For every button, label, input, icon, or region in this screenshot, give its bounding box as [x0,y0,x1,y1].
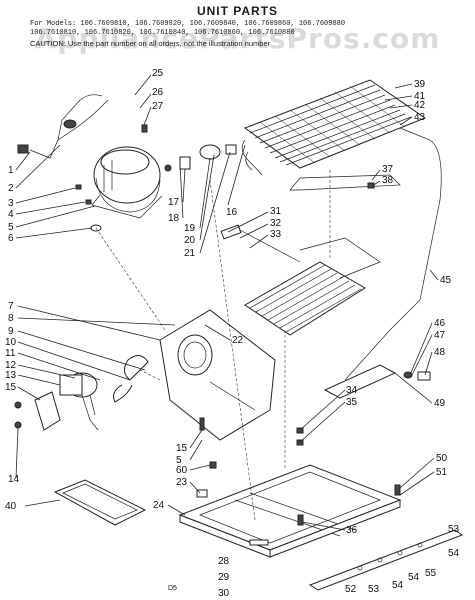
callout-41: 41 [414,91,426,102]
callout-21: 21 [184,248,196,259]
callout-38: 38 [382,175,394,186]
callout-14: 14 [8,474,20,485]
callout-8: 8 [8,313,14,324]
callout-23: 23 [176,477,188,488]
callout-1: 1 [8,165,14,176]
base-frame [178,464,402,558]
callout-22: 22 [232,335,244,346]
callout-46: 46 [434,318,446,329]
defrost-thermostat [220,224,301,263]
callout-5: 5 [8,222,14,233]
callout-numbers: 25 26 27 1 2 3 4 5 6 17 18 19 20 21 16 3… [5,68,460,599]
callout-30: 30 [218,588,230,599]
callout-10: 10 [5,337,17,348]
caution-note: CAUTION: Use the part number on all orde… [30,39,271,48]
page-title: UNIT PARTS [196,4,279,18]
fan-blade [113,355,149,403]
callout-16: 16 [226,207,238,218]
callout-55: 55 [425,568,437,579]
callout-45: 45 [440,275,452,286]
callout-12: 12 [5,360,17,371]
callout-28: 28 [218,556,230,567]
assembly-lines [95,170,331,521]
callout-9: 9 [8,326,14,337]
leader-lines [15,74,439,531]
callout-4: 4 [8,209,14,220]
callout-32: 32 [270,218,282,229]
callout-18: 18 [168,213,180,224]
callout-51: 51 [436,467,448,478]
callout-19: 19 [184,223,196,234]
overload-relay-parts [164,144,237,172]
front-rail [308,529,464,591]
refrigerant-tube-45 [344,127,442,381]
callout-39: 39 [414,79,426,90]
callout-17: 17 [168,197,180,208]
callout-54-mid: 54 [408,572,420,583]
callout-33: 33 [270,229,282,240]
callout-60: 60 [176,465,188,476]
callout-37: 37 [382,164,394,175]
callout-50: 50 [436,453,448,464]
callout-7: 7 [8,301,14,312]
callout-3: 3 [8,198,14,209]
fan-bracket [14,391,61,431]
footer-code: D5 [168,585,177,592]
condenser-bracket [289,174,401,191]
callout-53-right: 53 [448,524,460,535]
callout-34: 34 [346,385,358,396]
model-list-line-2: 106.7610810, 106.7610820, 106.7610840, 1… [30,29,295,37]
callout-15-center: 15 [176,443,188,454]
callout-25: 25 [152,68,164,79]
callout-6: 6 [8,233,14,244]
callout-29: 29 [218,572,230,583]
callout-13: 13 [5,370,17,381]
evaporator-coil [244,237,381,336]
callout-40: 40 [5,501,17,512]
power-cord [17,94,109,159]
callout-27: 27 [152,101,164,112]
callout-49: 49 [434,398,446,409]
callout-53-bottom: 53 [368,584,380,595]
callout-26: 26 [152,87,164,98]
callout-48: 48 [434,347,446,358]
callout-5-center: 5 [176,455,182,466]
model-list: For Models: 106.7609810, 106.7609820, 10… [30,20,460,38]
callout-54-bottom: 54 [392,580,404,591]
fan-motor [59,372,99,431]
compressor [91,146,163,219]
callout-36: 36 [346,525,358,536]
callout-54-right: 54 [448,548,460,559]
condenser-coil [241,79,427,176]
callout-15-left: 15 [5,382,17,393]
callout-11: 11 [5,348,16,359]
callout-42: 42 [414,100,426,111]
callout-20: 20 [184,235,196,246]
callout-43: 43 [414,112,426,123]
callout-31: 31 [270,206,282,217]
callout-2: 2 [8,183,14,194]
callout-24: 24 [153,500,165,511]
callout-35: 35 [346,397,358,408]
model-list-line-1: For Models: 106.7609810, 106.7609820, 10… [30,20,346,28]
drain-pan [53,479,147,526]
callout-47: 47 [434,330,446,341]
fan-shroud [159,309,276,441]
callout-52: 52 [345,584,357,595]
